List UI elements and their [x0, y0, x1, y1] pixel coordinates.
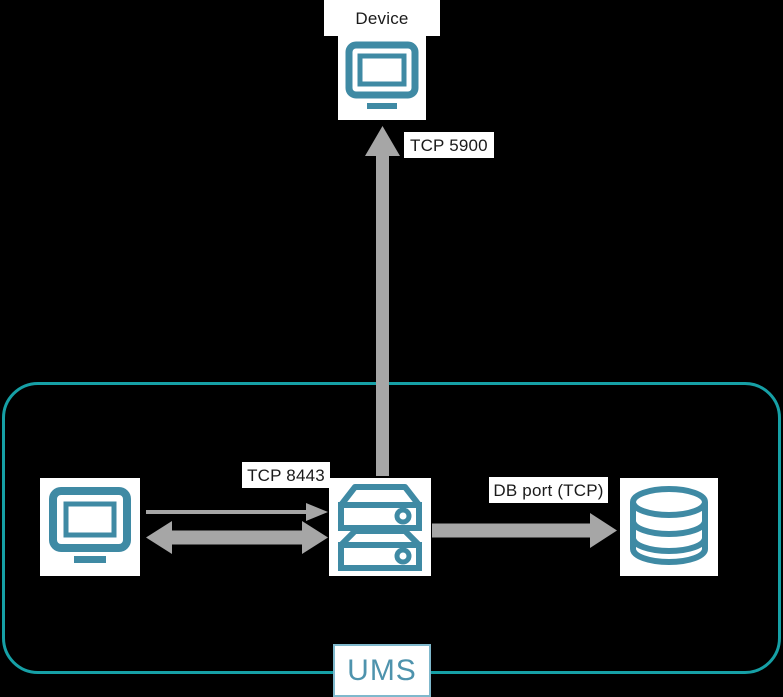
device-icon-tile [338, 34, 426, 120]
connector-client-to-server-thick [146, 518, 328, 558]
db-port-text: DB port (TCP) [493, 480, 604, 500]
tcp-5900-text: TCP 5900 [410, 135, 488, 155]
client-icon-tile [40, 478, 140, 576]
monitor-icon [345, 41, 419, 109]
server-icon-tile [329, 478, 431, 576]
ums-badge: UMS [333, 644, 431, 697]
connector-label-tcp-8443: TCP 8443 [242, 462, 330, 488]
connector-client-to-server-thin [146, 503, 328, 523]
server-icon [338, 484, 422, 571]
database-icon-tile [620, 478, 718, 576]
ums-badge-text: UMS [347, 653, 417, 687]
connector-label-db-port: DB port (TCP) [489, 477, 608, 503]
monitor-icon [49, 487, 131, 563]
connector-server-to-database [432, 511, 617, 551]
device-label: Device [324, 0, 440, 36]
connector-server-to-device [358, 126, 408, 476]
database-icon [630, 486, 708, 565]
connector-label-tcp-5900: TCP 5900 [404, 132, 494, 158]
device-label-text: Device [355, 8, 409, 28]
tcp-8443-text: TCP 8443 [247, 465, 325, 485]
